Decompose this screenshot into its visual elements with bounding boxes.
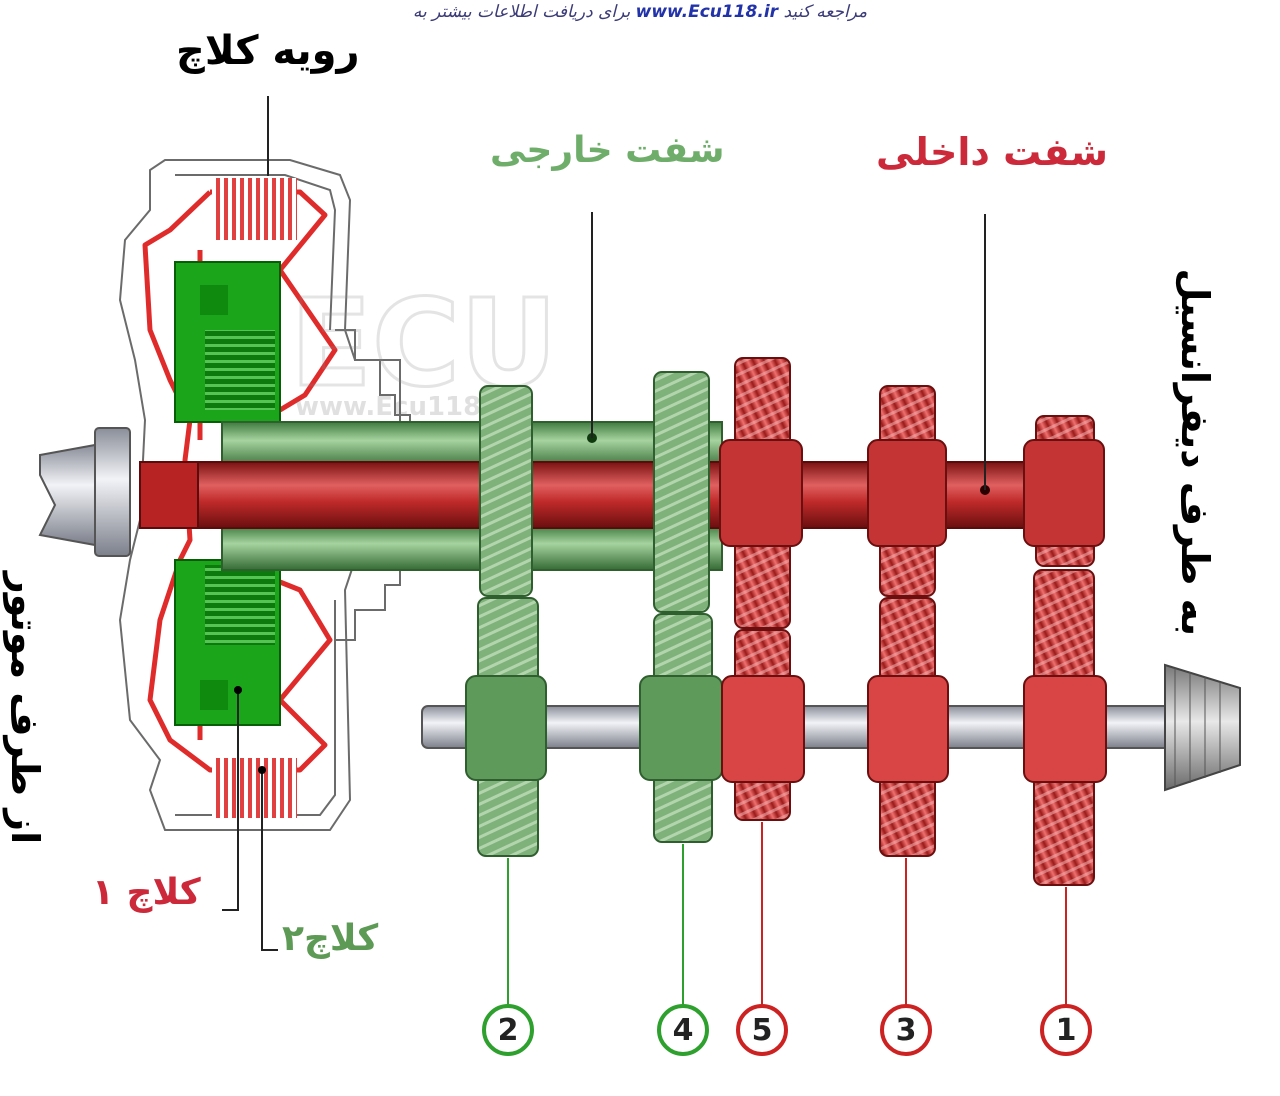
output-pinion-teeth [1174, 668, 1221, 787]
clutch-1-plates-top [212, 178, 297, 240]
header-note-prefix: برای دریافت اطلاعات بیشتر به [412, 2, 631, 22]
header-note: برای دریافت اطلاعات بیشتر به www.Ecu118.… [350, 2, 930, 22]
header-note-url: www.Ecu118.ir [635, 2, 779, 22]
clutch-1-plates-bottom [212, 758, 297, 818]
output-pinion-cone [1164, 663, 1241, 792]
leader-clutch-2 [261, 770, 278, 951]
gear-1-pair [1023, 415, 1107, 886]
label-inner-shaft: شفت داخلی [876, 130, 1109, 174]
outer-shaft-upper [221, 421, 723, 469]
housing-steps [335, 329, 411, 641]
watermark-url: www.Ecu118.ir [295, 392, 513, 422]
inner-shaft-hub [139, 461, 199, 529]
clutch-2-pointer-dot [258, 766, 266, 774]
gear-5-pair [719, 357, 805, 821]
leader-clutch-1 [222, 690, 239, 911]
header-note-suffix: مراجعه کنید [783, 2, 868, 22]
clutch-1-pointer-dot [234, 686, 242, 694]
gear-2-pair [465, 385, 547, 857]
gear-number-1: 1 [1040, 1004, 1092, 1056]
gear-3-pair [867, 385, 949, 857]
label-clutch-2: کلاچ۲ [282, 918, 379, 959]
gear-number-4: 4 [657, 1004, 709, 1056]
gear-4-pair [639, 371, 723, 843]
label-clutch-1: کلاچ ۱ [92, 872, 201, 913]
leader-lines [222, 96, 1067, 1005]
label-outer-shaft: شفت خارجی [490, 130, 725, 171]
gear-number-3: 3 [880, 1004, 932, 1056]
label-from-engine: از طرف موتور [3, 571, 47, 845]
gear-number-2: 2 [482, 1004, 534, 1056]
label-clutch-housing: رویه کلاچ [176, 28, 360, 74]
label-to-differential: به طرف دیفرانسیل [1173, 268, 1217, 637]
clutch-2-pack-bottom [174, 559, 281, 726]
outer-shaft-lower [221, 525, 723, 571]
engine-input-shaft [38, 427, 131, 557]
gear-number-5: 5 [736, 1004, 788, 1056]
clutch-2-pack-top [174, 261, 281, 423]
